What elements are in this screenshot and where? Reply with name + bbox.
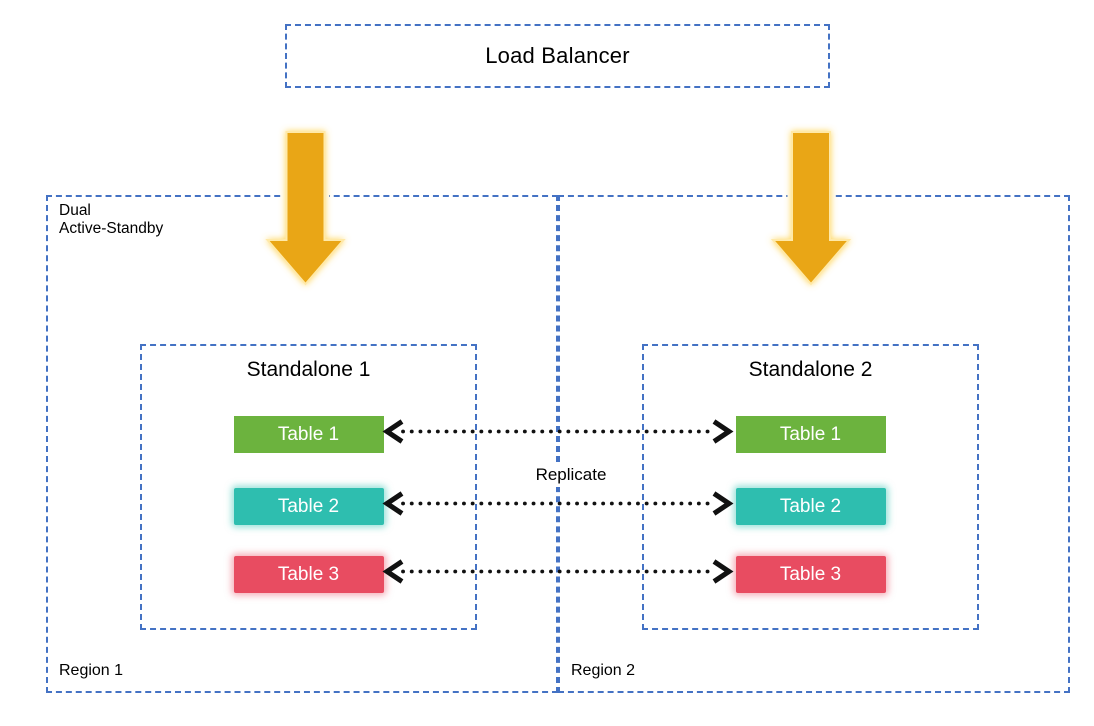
table-node-3: Table 3	[735, 556, 886, 593]
region-2-label: Region 2	[571, 662, 636, 679]
region-2-box: Region 2 Standalone 2 Table 1 Table 2 Ta…	[558, 195, 1070, 693]
deployment-mode-label: Dual Active-Standby	[59, 202, 163, 239]
standalone-1-box: Standalone 1 Table 1 Table 2 Table 3	[140, 344, 477, 630]
table-node-1: Table 1	[233, 416, 384, 453]
load-balancer-label: Load Balancer	[485, 43, 630, 68]
load-balancer-box: Load Balancer	[285, 24, 830, 88]
deployment-mode-line-1: Dual	[59, 202, 91, 219]
standalone-2-title: Standalone 2	[748, 358, 873, 381]
deployment-mode-line-2: Active-Standby	[59, 220, 164, 238]
table-node-1: Table 1	[735, 416, 886, 453]
region-1-label: Region 1	[59, 662, 124, 679]
region-1-box: Dual Active-Standby Region 1 Standalone …	[46, 195, 558, 693]
standalone-2-box: Standalone 2 Table 1 Table 2 Table 3	[642, 344, 979, 630]
standalone-1-title: Standalone 1	[246, 358, 371, 381]
replicate-label: Replicate	[510, 463, 632, 487]
table-node-2: Table 2	[233, 488, 384, 525]
table-node-3: Table 3	[233, 556, 384, 593]
table-node-2: Table 2	[735, 488, 886, 525]
